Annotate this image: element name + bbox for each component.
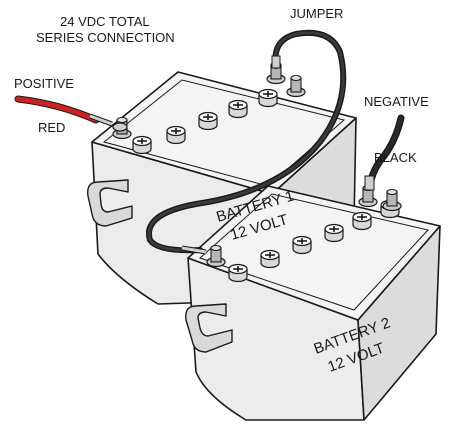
battery-1 [87,61,357,305]
red-label: RED [38,120,65,135]
negative-cable [364,114,405,191]
jumper-label: JUMPER [290,6,343,21]
battery-2 [185,184,441,421]
negative-label: NEGATIVE [364,94,429,109]
jumper-cable [146,29,347,255]
black-label: BLACK [374,150,417,165]
series-label-line-1: 24 VDC TOTAL [60,14,150,29]
positive-cable [14,95,128,132]
positive-label: POSITIVE [14,76,74,91]
series-label-line-2: SERIES CONNECTION [36,30,175,45]
